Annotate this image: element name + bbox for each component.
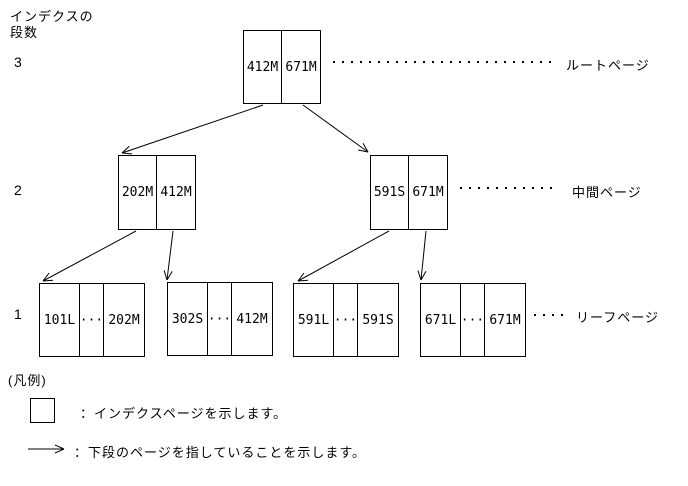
legend-page-box-symbol [30,398,55,423]
arrow-mid-left-to-leaf-2 [166,230,174,281]
index-node-leaf-3: 591L ··· 591S [293,283,399,357]
arrow-mid-left-to-leaf-1 [42,230,137,282]
level-label-leaf: リーフページ [576,310,659,325]
node-cell: 302S [168,283,208,355]
arrowhead [121,145,130,154]
index-node-leaf-1: 101L ··· 202M [39,283,145,357]
legend-arrow-description: ：下段のページを指していることを示します。 [74,445,367,460]
node-cell: 202M [119,156,157,229]
arrowhead [420,271,427,281]
dotted-leader-root [333,61,553,63]
index-node-leaf-4: 671L ··· 671M [420,283,526,357]
arrowhead [42,279,54,282]
arrowhead [166,271,173,281]
level-label-mid: 中間ページ [572,185,642,200]
diagram-title-line2: 段数 [10,25,39,40]
arrow-mid-right-to-leaf-3 [297,230,390,282]
arrow-root-to-mid-left [121,104,264,154]
arrowhead [163,270,168,281]
index-node-root: 412M 671M [243,30,321,104]
arrowhead [362,143,369,153]
dotted-leader-mid [460,187,558,189]
arrowhead [54,448,65,454]
arrowhead [358,149,369,153]
legend-title: (凡例) [8,373,47,388]
node-cell-ellipsis: ··· [461,284,485,356]
level-number-1: 1 [14,306,22,322]
node-cell: 671M [285,59,317,75]
level-number-2: 2 [14,182,22,198]
node-cell: 412M [236,311,268,327]
index-node-mid-left: 202M 412M [118,155,196,230]
arrowhead [42,272,50,282]
node-cell: 671M [412,185,444,200]
node-cell: 591S [362,312,394,328]
node-cell: 591S [371,156,409,229]
node-cell: 591L [294,284,334,356]
node-cell: 412M [160,185,192,200]
diagram-title-line1: インデクスの [10,9,94,24]
legend-box-description: ：インデクスページを示します。 [80,406,288,421]
node-cell: 412M [244,31,282,103]
node-cell-ellipsis: ··· [80,284,104,356]
node-cell: 101L [40,284,80,356]
arrowhead [417,270,422,281]
index-node-mid-right: 591S 671M [370,155,448,230]
arrow-mid-right-to-leaf-4 [420,230,427,281]
arrow-root-to-mid-right [302,104,369,153]
level-number-3: 3 [14,54,22,70]
level-label-root: ルートページ [566,58,650,73]
node-cell: 202M [108,312,140,328]
index-node-leaf-2: 302S ··· 412M [167,282,273,356]
node-cell: 671L [421,284,461,356]
dotted-leader-leaf [534,314,566,316]
arrowhead [54,444,65,450]
node-cell-ellipsis: ··· [334,284,358,356]
node-cell-ellipsis: ··· [208,283,232,355]
arrowhead [297,272,305,282]
node-cell: 671M [489,312,521,328]
arrowhead [121,152,133,155]
arrowhead [297,279,309,282]
